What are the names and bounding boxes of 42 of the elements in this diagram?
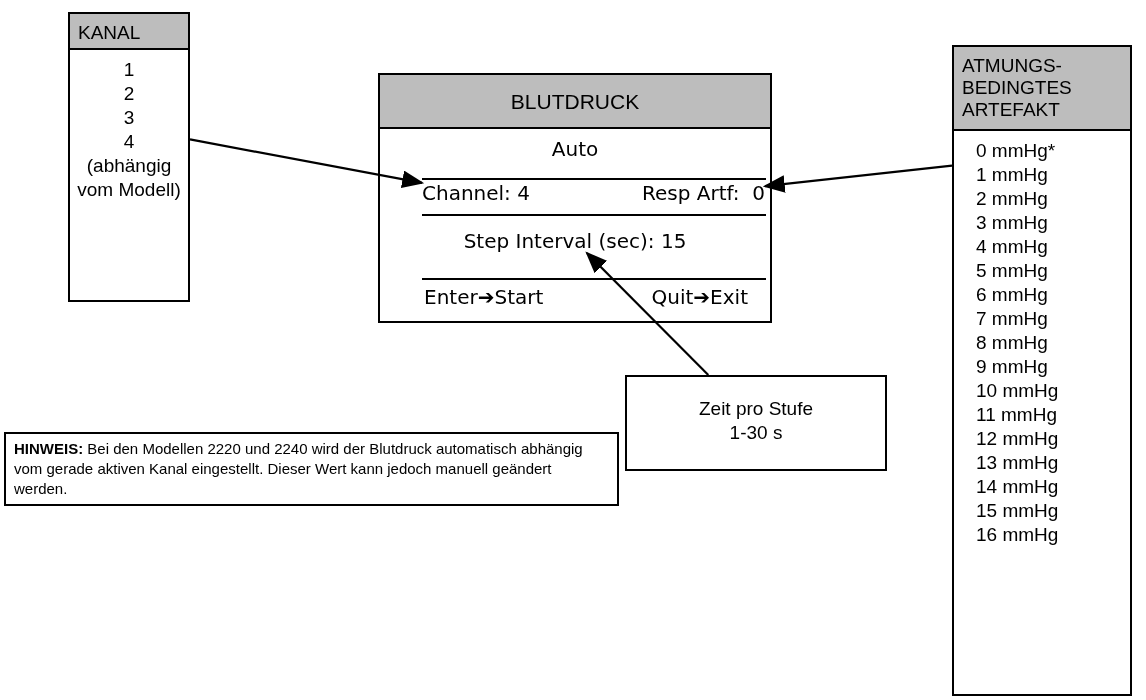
- list-item: 2: [122, 82, 136, 106]
- list-item: 4 mmHg: [976, 235, 1049, 259]
- callout-box: [952, 45, 1132, 696]
- arrow: [585, 251, 710, 376]
- display-screen: [378, 73, 772, 323]
- list-item: 3: [122, 106, 136, 130]
- screen-text: Step Interval (sec): 15: [463, 229, 687, 253]
- list-item: 14 mmHg: [976, 475, 1060, 499]
- list-item: 0 mmHg*: [976, 139, 1057, 163]
- box-heading: ATMUNGS- BEDINGTES ARTEFAKT: [954, 47, 1130, 131]
- arrow: [189, 138, 425, 188]
- list-item: 15 mmHg: [976, 499, 1060, 523]
- list-item: 5 mmHg: [976, 259, 1049, 283]
- list-item: 4: [122, 130, 136, 154]
- screen-text: Auto: [551, 137, 599, 161]
- callout-box: [68, 12, 190, 302]
- list-item: 9 mmHg: [976, 355, 1049, 379]
- list-item: 12 mmHg: [976, 427, 1060, 451]
- callout-box: [625, 375, 887, 471]
- list-item: 16 mmHg: [976, 523, 1060, 547]
- note-text: HINWEIS: Bei den Modellen 2220 und 2240 wird der Blutdruck automatisch abhängig vom gerade aktiven Kanal eingestellt. Dieser Wert kann jedoch manuell geändert werden.: [14, 439, 584, 499]
- box-heading: BLUTDRUCK: [380, 75, 770, 129]
- list-item: 8 mmHg: [976, 331, 1049, 355]
- screen-text: Quit➔Exit: [651, 285, 748, 309]
- callout-text: 1-30 s: [728, 421, 784, 445]
- list-item: 1 mmHg: [976, 163, 1049, 187]
- list-item: 3 mmHg: [976, 211, 1049, 235]
- list-item: (abhängig vom Modell): [76, 154, 182, 202]
- screen-text: Resp Artf: 0: [641, 181, 765, 205]
- list-item: 11 mmHg: [976, 403, 1058, 427]
- list-item: 1: [122, 58, 136, 82]
- list-item: 2 mmHg: [976, 187, 1049, 211]
- box-heading: KANAL: [70, 14, 188, 50]
- note-box: [4, 432, 619, 506]
- callout-text: Zeit pro Stufe: [697, 397, 815, 421]
- list-item: 13 mmHg: [976, 451, 1060, 475]
- screen-text: Enter➔Start: [424, 285, 544, 309]
- list-item: 10 mmHg: [976, 379, 1060, 403]
- screen-text: Channel: 4: [422, 181, 530, 205]
- list-item: 6 mmHg: [976, 283, 1049, 307]
- list-item: 7 mmHg: [976, 307, 1049, 331]
- arrow: [762, 164, 953, 193]
